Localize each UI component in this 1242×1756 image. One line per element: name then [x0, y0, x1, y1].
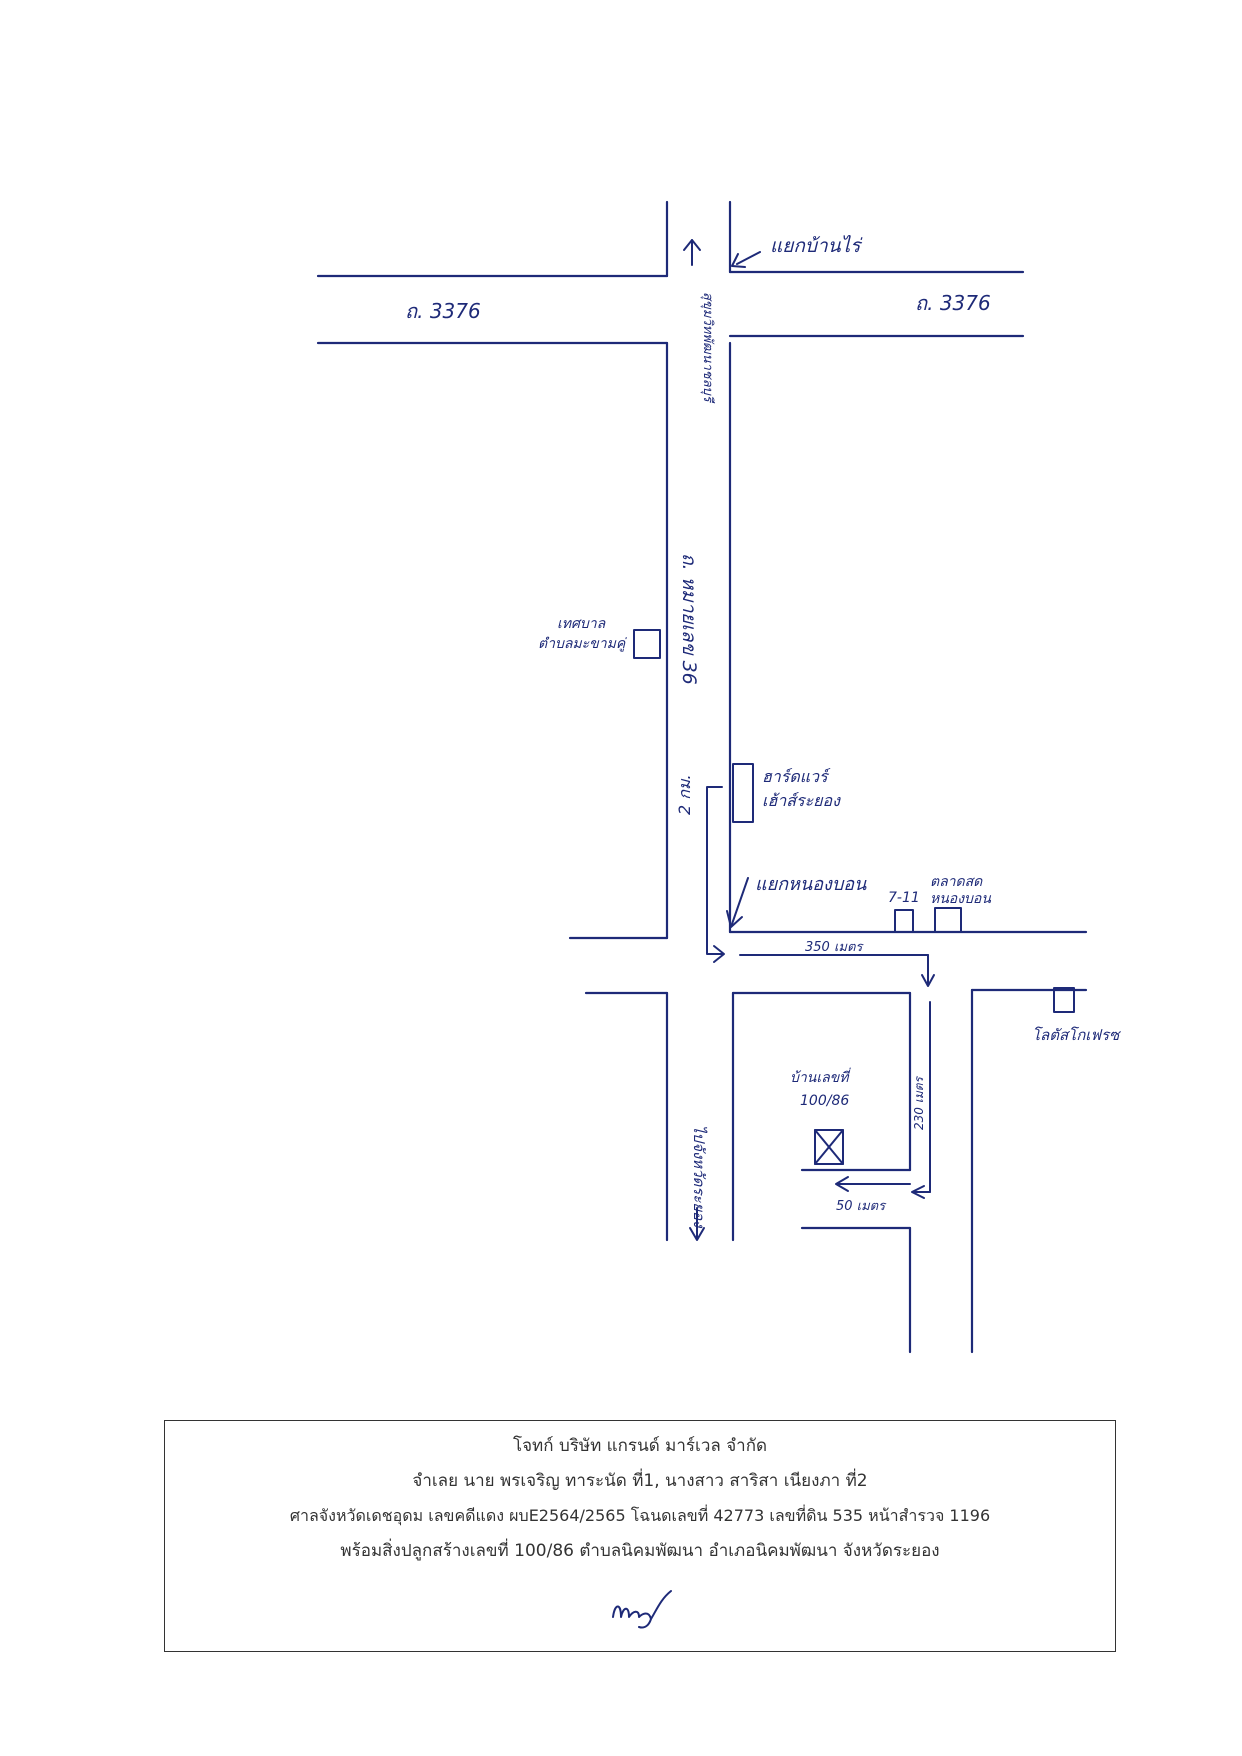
distance-2km-label: 2 กม. [675, 774, 694, 815]
municipality-building [633, 629, 661, 659]
seven-eleven-label: 7-11 [888, 890, 920, 906]
road-upper-vertical-label: สุขุมวิทพัฒนาชลบุรี [700, 292, 716, 404]
distance-230m-label: 230 เมตร [912, 1075, 926, 1130]
municipality-label-1: เทศบาล [557, 616, 607, 632]
junction-top-arrow-shaft [736, 251, 761, 265]
junction-middle-arrow-shaft [731, 877, 749, 925]
distance-350m-label: 350 เมตร [805, 940, 864, 955]
house-marker-cross-b [814, 1129, 844, 1165]
lotus-building [1053, 987, 1075, 1013]
hardware-store-label-2: เฮ้าส์ระยอง [762, 791, 841, 810]
hardware-store-label-1: ฮาร์ดแวร์ [762, 767, 831, 786]
route-350m-arrow-head [921, 974, 935, 987]
distance-50m-label: 50 เมตร [836, 1199, 887, 1214]
market-label-2: หนองบอน [930, 891, 991, 907]
house-marker [814, 1129, 844, 1165]
lotus-label: โลตัสโกเฟรซ [1032, 1026, 1121, 1044]
road-3376-left-label: ถ. 3376 [405, 299, 481, 323]
signature [605, 1587, 685, 1631]
road-36-label: ถ. หมายเลข 36 [678, 553, 700, 685]
market-label-1: ตลาดสด [930, 874, 983, 890]
junction-top-arrow-head [731, 253, 746, 268]
route-2km-arrow-head [713, 945, 725, 963]
route-50m-arrow-head [835, 1176, 849, 1192]
seven-eleven-building [894, 909, 914, 933]
municipality-label-2: ตำบลมะขามคู่ [538, 636, 627, 652]
market-building [934, 907, 962, 933]
north-arrow-head [683, 239, 701, 251]
direction-rayong-label: ไปจังหวัดระยอง [690, 1125, 708, 1229]
court-case-line: ศาลจังหวัดเดชอุดม เลขคดีแดง ผบE2564/2565… [289, 1506, 991, 1525]
case-info-box: โจทก์ บริษัท แกรนด์ มาร์เวล จำกัด จำเลย … [164, 1420, 1116, 1652]
house-label-1: บ้านเลขที่ [790, 1067, 851, 1086]
property-line: พร้อมสิ่งปลูกสร้างเลขที่ 100/86 ตำบลนิคม… [340, 1541, 940, 1561]
route-230m-arrow-head [911, 1185, 925, 1199]
junction-top-label: แยกบ้านไร่ [770, 234, 863, 257]
junction-middle-label: แยกหนองบอน [755, 874, 867, 895]
plaintiff-line: โจทก์ บริษัท แกรนด์ มาร์เวล จำกัด [512, 1436, 768, 1456]
route-2km-arrow [706, 786, 723, 955]
junction-middle-arrow-head [726, 910, 743, 928]
handdrawn-map: ถ. 3376 ถ. 3376 แยกบ้านไร่ สุขุมวิทพัฒนา… [316, 200, 1121, 1354]
defendant-line: จำเลย นาย พรเจริญ ทาระนัด ที่1, นางสาว ส… [412, 1471, 868, 1491]
hardware-store-building [732, 763, 754, 823]
road-3376-right-label: ถ. 3376 [915, 291, 991, 315]
rayong-arrow-head [689, 1227, 705, 1241]
signature-scribble [612, 1590, 672, 1629]
house-label-2: 100/86 [800, 1093, 849, 1109]
